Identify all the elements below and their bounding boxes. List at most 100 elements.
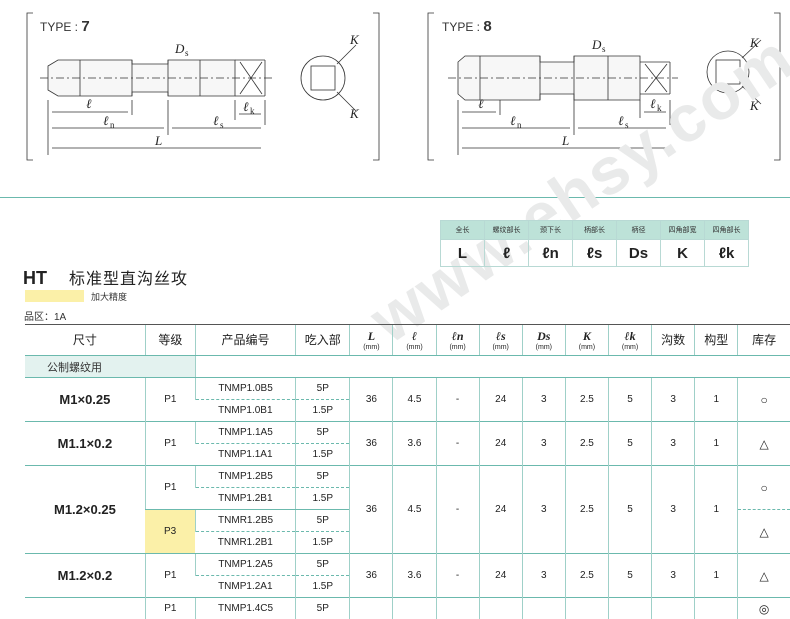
table-cell: TNMP1.4C5 <box>195 598 295 619</box>
table-cell <box>695 598 738 619</box>
table-row: M1.1×0.2 P1 TNMP1.1A5 5P 36 3.6 - 24 3 2… <box>25 422 790 444</box>
table-cell: P1 <box>145 598 195 619</box>
table-cell <box>393 598 436 619</box>
legend-header: 颈下长 <box>529 221 573 240</box>
table-cell: TNMP1.2A5 <box>195 554 295 576</box>
col-Ds: Ds(mm) <box>522 325 565 356</box>
dim-l-8: ℓ <box>478 96 484 111</box>
svg-text:s: s <box>220 120 224 130</box>
table-cell: 1 <box>695 422 738 466</box>
precision-label: 加大精度 <box>91 290 127 303</box>
col-L: L(mm) <box>350 325 393 356</box>
table-cell: TNMR1.2B5 <box>195 510 295 532</box>
dim-L-8: L <box>561 133 569 148</box>
legend-symbol: L <box>441 240 485 267</box>
table-cell: - <box>436 422 479 466</box>
section-divider <box>0 197 790 198</box>
table-cell <box>195 356 790 378</box>
col-ls: ℓs(mm) <box>479 325 522 356</box>
table-cell: 36 <box>350 422 393 466</box>
col-chamfer: 吃入部 <box>296 325 350 356</box>
table-cell: 5P <box>296 378 350 400</box>
table-cell: 5 <box>608 378 651 422</box>
table-cell: 3.6 <box>393 554 436 598</box>
svg-text:s: s <box>185 48 189 58</box>
legend-header: 柄部长 <box>573 221 617 240</box>
dim-ln-8: ℓ <box>510 113 516 128</box>
table-cell: 1 <box>695 378 738 422</box>
table-cell: 3 <box>522 378 565 422</box>
legend-header: 螺纹部长 <box>485 221 529 240</box>
table-cell: 3 <box>652 422 695 466</box>
table-cell: 5P <box>296 554 350 576</box>
table-cell: 2.5 <box>565 466 608 554</box>
table-cell: 5 <box>608 422 651 466</box>
legend-header: 柄径 <box>617 221 661 240</box>
table-cell: 1.5P <box>296 444 350 466</box>
group-row: 公制螺纹用 <box>25 356 790 378</box>
table-cell: 4.5 <box>393 466 436 554</box>
legend-symbol: ℓn <box>529 240 573 267</box>
table-cell: 3 <box>652 554 695 598</box>
table-cell <box>608 598 651 619</box>
table-cell: 2.5 <box>565 378 608 422</box>
table-cell: TNMP1.2A1 <box>195 576 295 598</box>
dim-l-7: ℓ <box>86 96 92 111</box>
legend-symbol: ℓ <box>485 240 529 267</box>
table-cell: P1 <box>145 422 195 466</box>
col-type: 构型 <box>695 325 738 356</box>
table-cell: 1.5P <box>296 532 350 554</box>
col-grade: 等级 <box>145 325 195 356</box>
table-cell: M1×0.25 <box>25 378 145 422</box>
table-cell: 5 <box>608 554 651 598</box>
table-cell: 1.5P <box>296 576 350 598</box>
legend-symbol: ℓs <box>573 240 617 267</box>
table-row: M1×0.25 P1 TNMP1.0B5 5P 36 4.5 - 24 3 2.… <box>25 378 790 400</box>
col-K: K(mm) <box>565 325 608 356</box>
table-cell: 3 <box>652 466 695 554</box>
dim-K-7a: K <box>349 32 360 47</box>
svg-text:k: k <box>250 106 255 116</box>
svg-text:n: n <box>517 120 522 130</box>
table-row: P1 TNMP1.4C5 5P ◎ <box>25 598 790 619</box>
series-name: 标准型直沟丝攻 <box>69 271 188 288</box>
table-header-row: 尺寸 等级 产品编号 吃入部 L(mm) ℓ(mm) ℓn(mm) ℓs(mm)… <box>25 325 790 356</box>
table-cell: 24 <box>479 466 522 554</box>
table-cell <box>25 598 145 619</box>
table-row: M1.2×0.25 P1 TNMP1.2B5 5P 36 4.5 - 24 3 … <box>25 466 790 488</box>
table-cell: P1 <box>145 378 195 422</box>
table-cell <box>522 598 565 619</box>
table-cell: - <box>436 378 479 422</box>
table-cell: 3 <box>522 466 565 554</box>
precision-swatch <box>25 290 84 302</box>
table-cell: 3 <box>522 554 565 598</box>
table-cell: 3 <box>522 422 565 466</box>
table-cell: M1.2×0.2 <box>25 554 145 598</box>
table-cell: TNMP1.2B5 <box>195 466 295 488</box>
col-part: 产品编号 <box>195 325 295 356</box>
table-cell: TNMP1.0B1 <box>195 400 295 422</box>
table-cell: 36 <box>350 378 393 422</box>
table-cell: ◎ <box>738 598 790 619</box>
table-cell: ○ <box>738 378 790 422</box>
table-cell: TNMP1.1A1 <box>195 444 295 466</box>
legend-header: 四角部宽 <box>661 221 705 240</box>
table-cell: 24 <box>479 554 522 598</box>
grade-label: 品区：1A <box>24 308 66 323</box>
table-cell: 5P <box>296 510 350 532</box>
table-cell: △ <box>738 554 790 598</box>
table-cell: 5P <box>296 422 350 444</box>
table-cell: TNMP1.0B5 <box>195 378 295 400</box>
col-flutes: 沟数 <box>652 325 695 356</box>
table-cell: 1.5P <box>296 400 350 422</box>
table-cell: 5P <box>296 466 350 488</box>
table-cell: 3.6 <box>393 422 436 466</box>
type-7-label: TYPE : 7 <box>40 18 90 35</box>
table-cell: P3 <box>145 510 195 554</box>
table-cell: △ <box>738 422 790 466</box>
table-cell <box>565 598 608 619</box>
spec-table: 尺寸 等级 产品编号 吃入部 L(mm) ℓ(mm) ℓn(mm) ℓs(mm)… <box>25 324 790 619</box>
table-cell: 1 <box>695 466 738 554</box>
